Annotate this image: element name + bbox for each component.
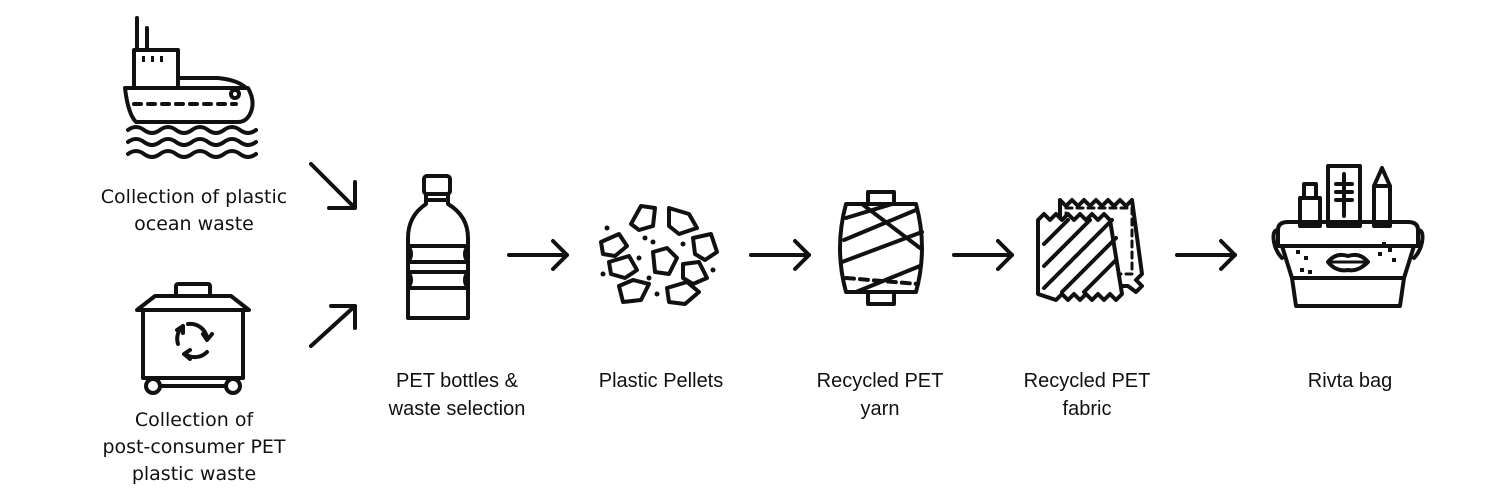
step-bottles-label: PET bottles & waste selection [388, 370, 526, 420]
yarn-spool-icon [838, 190, 924, 306]
step-pellets-label: Plastic Pellets [598, 370, 724, 392]
bottle-icon [406, 174, 470, 320]
bag-icon [1271, 164, 1425, 308]
arrow-right-icon [952, 239, 1014, 271]
arrow-right-icon [749, 239, 811, 271]
pellets-icon [599, 204, 719, 306]
arrow-right-icon [1175, 239, 1237, 271]
source-ocean-label: Collection of plastic ocean waste [100, 186, 288, 235]
arrow-down-right-icon [309, 162, 357, 210]
recycling-bin-icon [135, 282, 251, 395]
ship-icon [123, 16, 258, 159]
step-bag-label: Rivta bag [1307, 370, 1393, 392]
arrow-right-icon [507, 239, 569, 271]
step-fabric-label: Recycled PET fabric [1023, 370, 1151, 420]
source-postconsumer-label: Collection of post-consumer PET plastic … [102, 409, 286, 485]
fabric-swatch-icon [1036, 198, 1144, 302]
arrow-up-right-icon [309, 304, 357, 348]
step-yarn-label: Recycled PET yarn [816, 370, 944, 420]
